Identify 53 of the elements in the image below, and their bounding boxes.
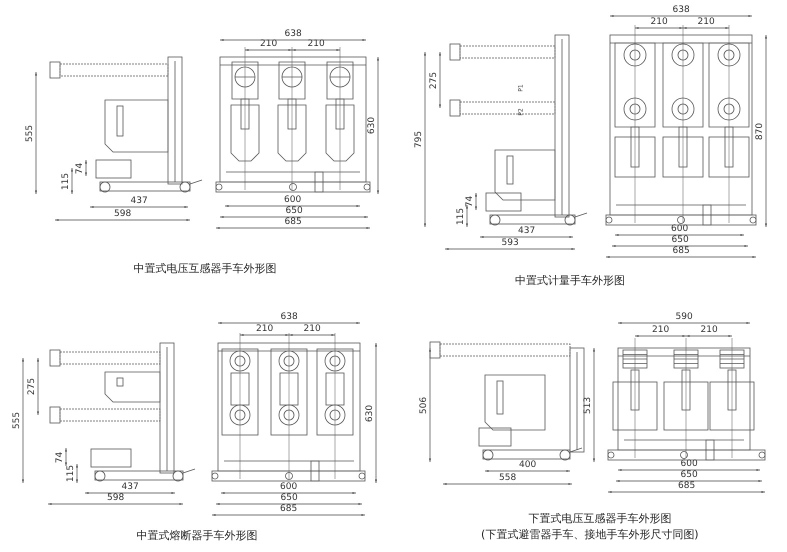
dimension-label: 638 <box>284 30 302 39</box>
dimension-label: 437 <box>122 483 139 492</box>
dimension-label: 115 <box>457 207 466 225</box>
dimension-label: 437 <box>518 227 536 236</box>
dimension-label: 210 <box>304 325 321 334</box>
dimension-label: 795 <box>415 130 424 148</box>
dimension-label: 74 <box>466 196 476 208</box>
figure-caption: (下置式避雷器手车、接地手车外形尺寸同图) <box>481 528 699 540</box>
dimension-label: 555 <box>26 124 36 142</box>
dimension-label: 210 <box>650 18 668 27</box>
figure-caption: 中置式熔断器手车外形图 <box>136 530 258 540</box>
dimension-label: 210 <box>698 18 715 27</box>
dimension-label: 650 <box>680 471 698 480</box>
dimension-label: 630 <box>368 116 378 134</box>
dimension-label: 593 <box>502 239 519 248</box>
dimension-label: 275 <box>430 71 440 89</box>
dimension-label: 210 <box>256 325 274 334</box>
dimension-label: 506 <box>420 396 430 414</box>
figure-caption: 中置式计量手车外形图 <box>515 274 625 286</box>
dimension-label: 513 <box>584 396 594 414</box>
dimension-label: 685 <box>284 218 302 227</box>
dimension-label: 210 <box>700 326 718 335</box>
dimension-label: 74 <box>56 451 66 463</box>
dimension-label: 685 <box>678 482 696 491</box>
dimension-label: 210 <box>260 40 278 49</box>
dimension-label: 558 <box>499 474 516 483</box>
dimension-label: 115 <box>62 172 72 190</box>
dimension-label: 600 <box>280 483 298 492</box>
dimension-label: 210 <box>652 326 670 335</box>
dimension-label: 115 <box>67 464 76 482</box>
dimension-label: 638 <box>672 6 690 15</box>
dimension-label: 630 <box>366 404 376 422</box>
dimension-label: 437 <box>130 197 148 206</box>
dimension-label: 685 <box>280 505 298 514</box>
dimension-label: 638 <box>280 313 298 322</box>
dimension-label: 400 <box>519 461 536 470</box>
dimension-label: 650 <box>672 236 689 245</box>
dimension-label: 870 <box>756 122 766 140</box>
dimension-label: 590 <box>676 313 693 322</box>
dimension-label: 275 <box>28 378 38 396</box>
dimension-label: 650 <box>280 494 298 503</box>
figure-caption: 中置式电压互感器手车外形图 <box>134 262 276 274</box>
dimension-label: 685 <box>672 247 690 256</box>
dimension-label: 74 <box>76 162 86 174</box>
dimension-label: 600 <box>284 196 302 205</box>
dimension-label: 598 <box>107 494 124 503</box>
dimension-label: 600 <box>671 225 688 234</box>
dimension-label: 210 <box>308 40 325 49</box>
dimension-label: 598 <box>114 210 132 219</box>
dimension-label: 555 <box>13 412 22 430</box>
dimension-label: 600 <box>680 460 698 469</box>
dimension-label: 650 <box>286 207 303 216</box>
figure-caption: 下置式电压互感器手车外形图 <box>528 512 672 524</box>
